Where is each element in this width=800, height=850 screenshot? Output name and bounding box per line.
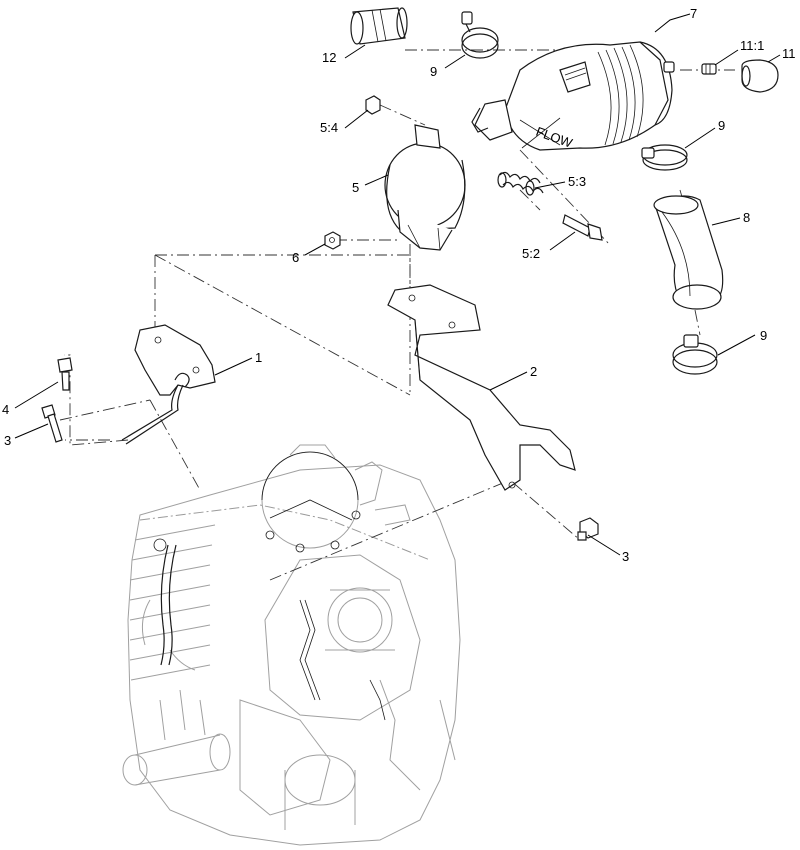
part-7-air-cleaner: FLOW — [471, 41, 675, 151]
callout-11-1: 11:1 — [740, 38, 764, 53]
part-11-cap — [741, 59, 779, 93]
part-9-hose-clamp-bottom — [672, 334, 718, 375]
callout-2: 2 — [530, 364, 537, 379]
part-9-hose-clamp-middle — [641, 144, 688, 171]
part-3-bolt-right — [577, 517, 599, 541]
part-3-bolt-left — [41, 404, 63, 443]
callout-11: 11 — [782, 46, 796, 61]
callout-7: 7 — [690, 6, 697, 21]
part-5-mounting-band — [384, 124, 466, 251]
callout-4: 4 — [2, 402, 9, 417]
callout-5-2: 5:2 — [522, 246, 540, 261]
callout-5-4: 5:4 — [320, 120, 338, 135]
callout-5: 5 — [352, 180, 359, 195]
callout-9: 9 — [760, 328, 767, 343]
part-4-bolt — [57, 357, 73, 391]
callout-9: 9 — [718, 118, 725, 133]
callout-5-3: 5:3 — [568, 174, 586, 189]
part-8-hose — [653, 195, 724, 310]
part-12-coupler-sleeve — [350, 7, 408, 45]
callout-3: 3 — [4, 433, 11, 448]
part-5-4-nut — [365, 95, 381, 115]
callout-9: 9 — [430, 64, 437, 79]
part-5-2-bolt — [562, 214, 603, 241]
part-6-nut — [324, 231, 341, 250]
part-2-bracket — [387, 284, 576, 491]
callout-12: 12 — [322, 50, 336, 65]
part-1-bracket — [121, 324, 216, 445]
part-5-3-spring — [497, 171, 544, 196]
callout-6: 6 — [292, 250, 299, 265]
part-11-1-fitting — [701, 63, 717, 75]
callout-1: 1 — [255, 350, 262, 365]
leader-lines — [14, 13, 781, 556]
callout-8: 8 — [743, 210, 750, 225]
engine-outline — [122, 444, 461, 846]
part-9-hose-clamp-top — [461, 11, 499, 59]
callout-3: 3 — [622, 549, 629, 564]
callout-labels: 7 12 9 11:1 11 5:4 9 5 5:3 8 6 5:2 9 1 2… — [2, 6, 796, 564]
